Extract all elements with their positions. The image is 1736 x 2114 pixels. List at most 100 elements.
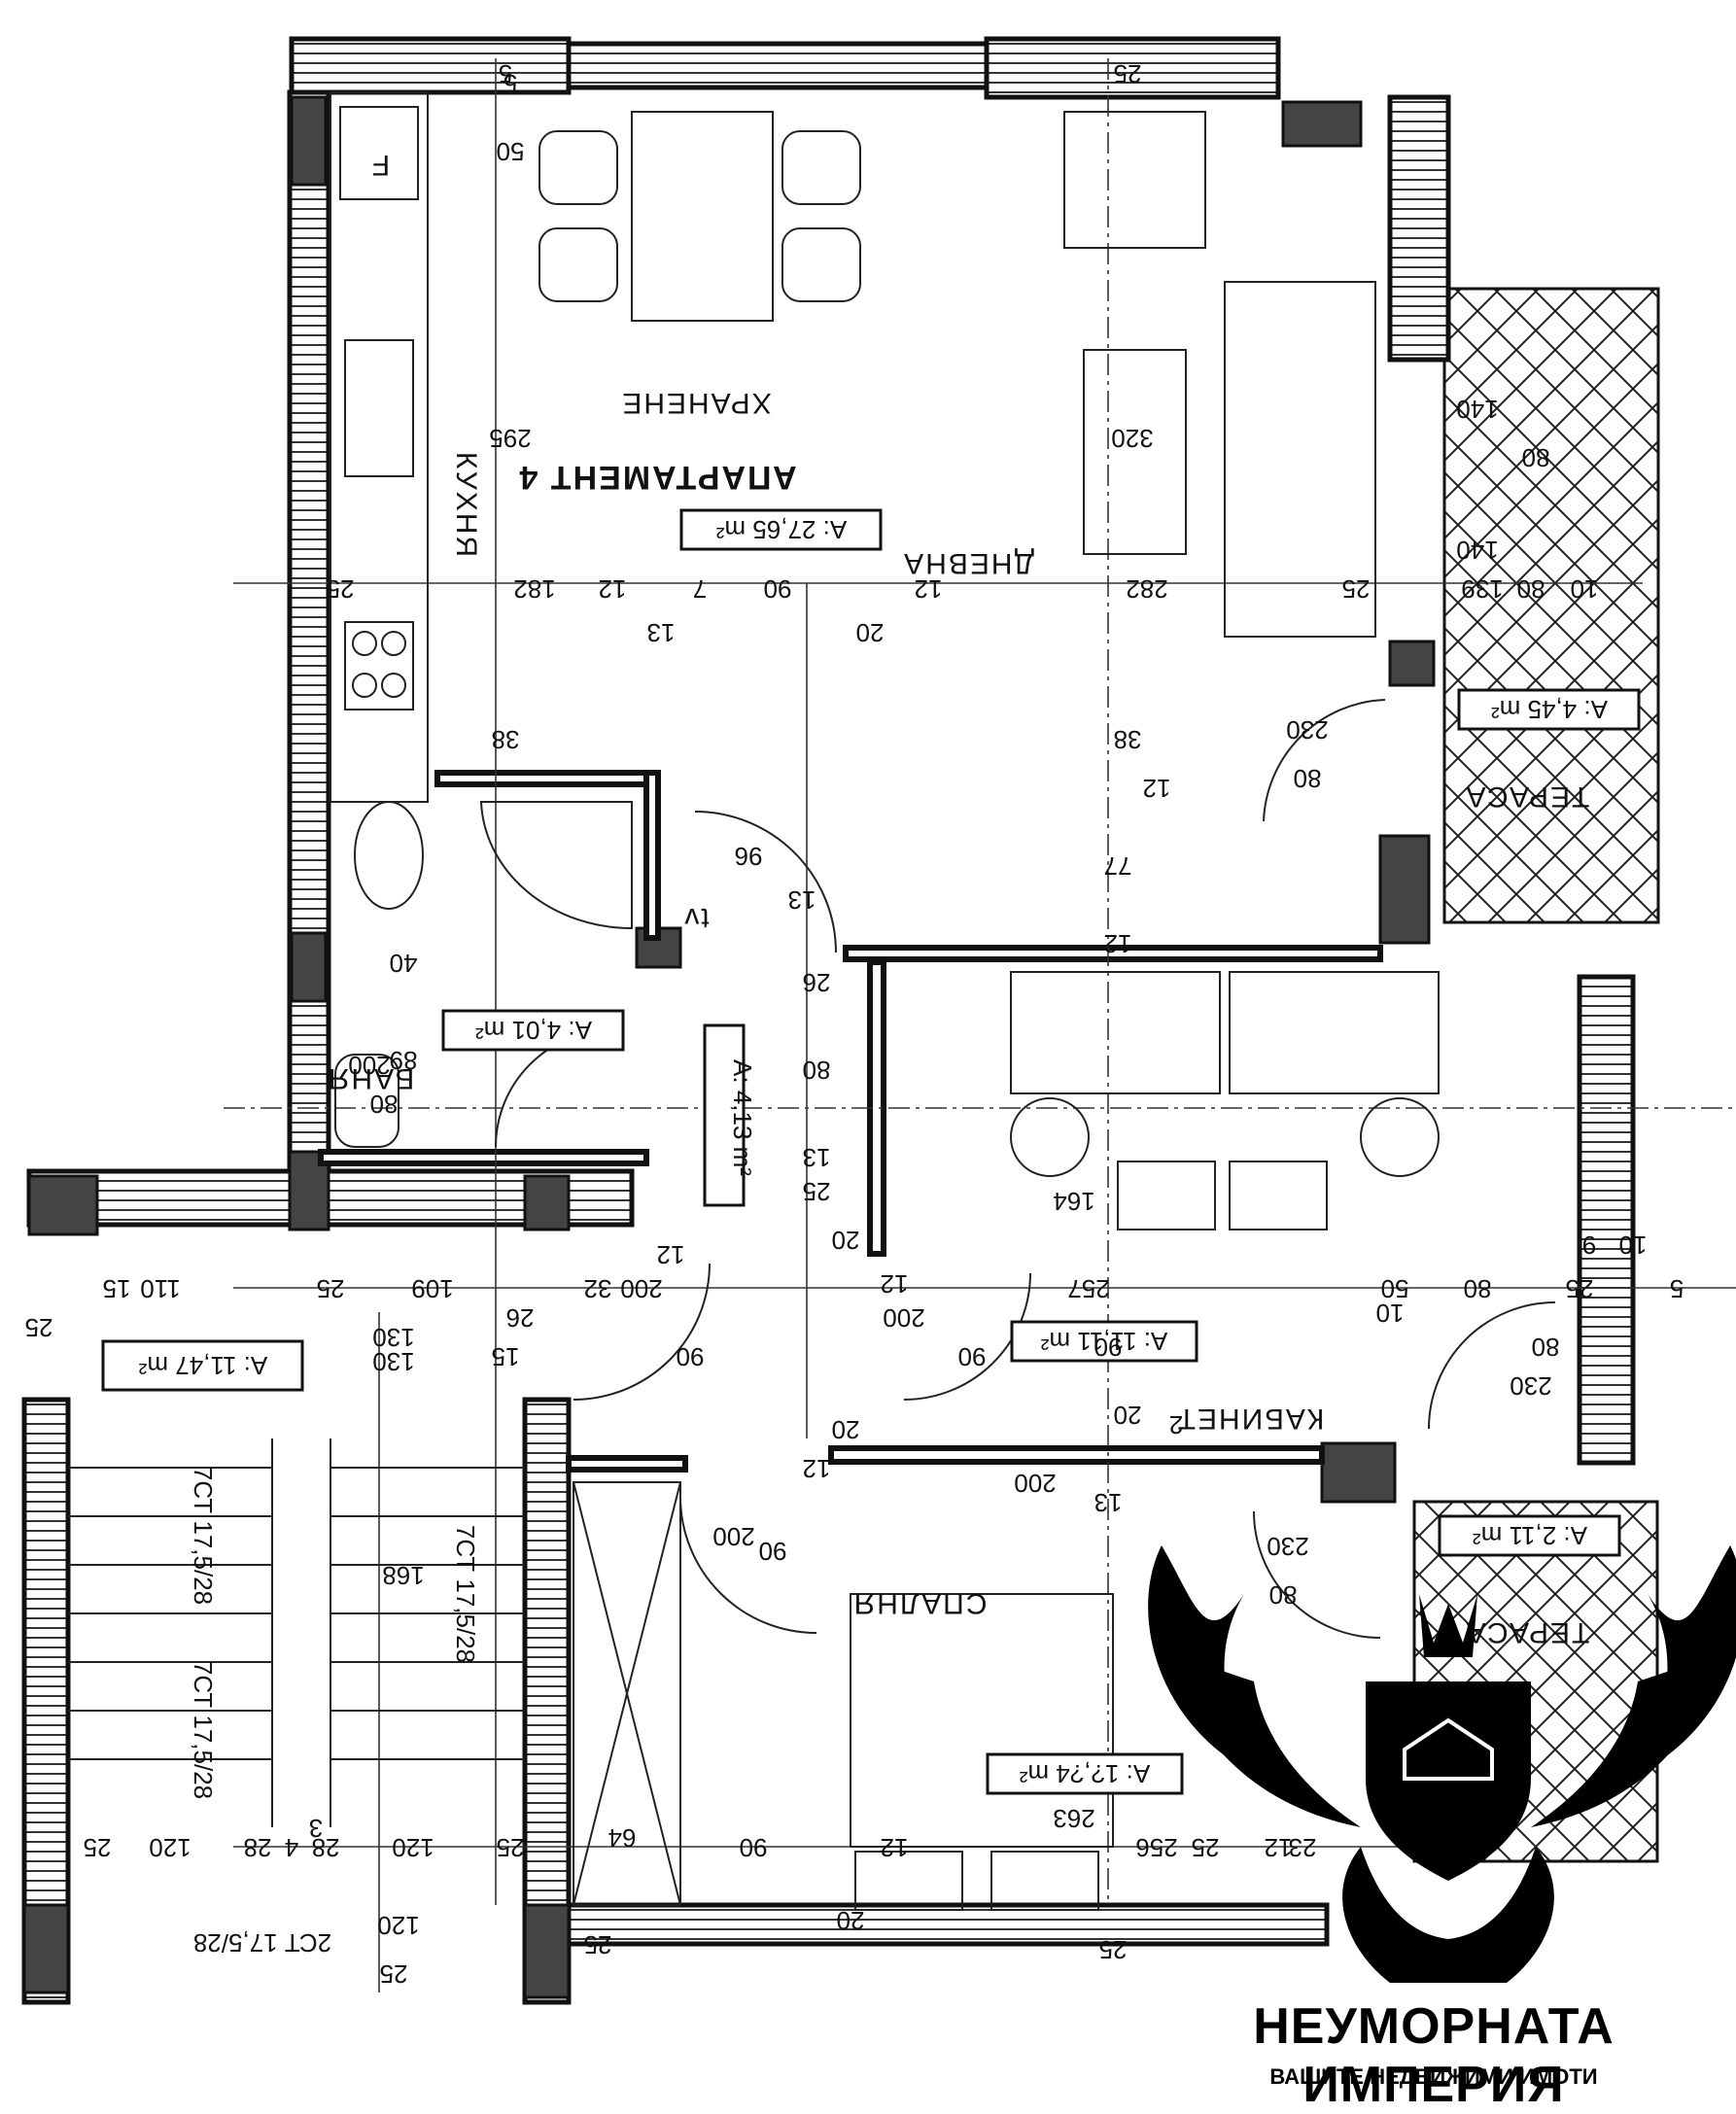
- dimension-label: 10: [1376, 1299, 1405, 1328]
- desk-return: [1229, 1161, 1328, 1230]
- apartment-title: АПАРТАМЕНТ 4: [517, 459, 796, 496]
- area-bedroom: А: 1?,?4 m²: [1019, 1759, 1150, 1788]
- dimension-label: 32: [584, 1274, 612, 1303]
- dimension-label: 96: [735, 842, 763, 871]
- dimension-label: 26: [506, 1303, 535, 1333]
- area-living: А: 27,65 m²: [715, 515, 847, 544]
- dimension-label: 7: [693, 574, 707, 604]
- dimension-label: 25: [803, 1177, 831, 1206]
- stair-label: 7СТ 17,5/28: [189, 1467, 218, 1605]
- burner: [381, 673, 406, 698]
- dimension-label: 90: [958, 1342, 987, 1371]
- stove: [344, 621, 414, 710]
- door-swing: [694, 811, 837, 953]
- dimension-label: 4: [285, 1833, 298, 1862]
- dimension-label: 80: [803, 1056, 831, 1085]
- dimension-label: 15: [103, 1274, 131, 1303]
- dimension-label: 200: [883, 1303, 924, 1333]
- dimension-label: 38: [492, 725, 520, 754]
- nightstand: [990, 1851, 1099, 1911]
- dimension-label: 77: [1104, 851, 1132, 881]
- dimension-label: 23: [1289, 1833, 1317, 1862]
- room-label-dining: ХРАНЕНЕ: [620, 387, 771, 419]
- dimension-label: 50: [497, 137, 525, 166]
- burner: [381, 631, 406, 656]
- dimension-label: 230: [1510, 1371, 1551, 1401]
- wall-top-right: [984, 36, 1281, 100]
- room-label-bedroom: СПАЛНЯ: [852, 1587, 988, 1619]
- dimension-label: 110: [140, 1274, 180, 1303]
- appliance-label-f: F: [370, 149, 390, 181]
- dimension-label: 25: [1566, 1274, 1594, 1303]
- dimension-label: 3: [309, 1814, 323, 1843]
- dimension-label: 12: [599, 574, 627, 604]
- dimension-label: 26: [803, 968, 831, 997]
- area-box-office: [1010, 1320, 1198, 1363]
- area-box-corridor: [703, 1023, 746, 1207]
- dimension-label: 38: [1114, 725, 1142, 754]
- sink: [344, 339, 414, 477]
- dimension-label: 139: [1461, 574, 1503, 604]
- wall-stair-right: [522, 1397, 572, 2005]
- dimension-label: 12: [803, 1454, 831, 1483]
- dimension-label: 25: [584, 1930, 612, 1959]
- wall-right-lower: [1577, 974, 1636, 1466]
- dimension-label: 109: [411, 1274, 453, 1303]
- stair-label: 7СТ 17,5/28: [189, 1661, 218, 1799]
- dimension-label: 256: [1135, 1833, 1177, 1862]
- door-swing: [679, 1496, 817, 1634]
- nightstand: [854, 1851, 963, 1911]
- dimension-label: 320: [1111, 424, 1153, 453]
- pillar: [290, 931, 328, 1003]
- door-swing: [903, 1272, 1031, 1401]
- room-label-terrace2: ТЕРАСА: [1465, 1616, 1590, 1648]
- dimension-label: 12: [915, 574, 943, 604]
- dimension-label: 15: [492, 1342, 520, 1371]
- dimension-label: 25: [1192, 1833, 1220, 1862]
- chair: [538, 227, 618, 302]
- pillar: [1388, 640, 1436, 687]
- washbasin: [334, 1054, 399, 1148]
- wall-bath-top: [434, 770, 659, 787]
- dimension-label: 230: [1286, 715, 1328, 745]
- dimension-label: 89: [390, 1046, 418, 1075]
- dimension-label: 90: [1094, 1333, 1123, 1362]
- door-swing: [573, 1263, 711, 1401]
- dimension-label: 80: [1269, 1580, 1298, 1610]
- stair-label: 7СТ 17,5/28: [451, 1525, 480, 1663]
- dimension-label: 90: [677, 1342, 705, 1371]
- room-label-bathroom: БАНЯ: [327, 1062, 414, 1094]
- dimension-label: 182: [513, 574, 555, 604]
- wardrobe: [573, 1481, 681, 1906]
- wall-right-upper: [1387, 94, 1451, 363]
- sofa: [1224, 281, 1376, 638]
- dimension-label: 5: [503, 69, 517, 98]
- burner: [352, 673, 377, 698]
- dimension-label: 164: [1053, 1187, 1094, 1216]
- wall-bed-left: [566, 1455, 688, 1473]
- dimension-label: 12: [1143, 774, 1171, 803]
- dimension-label: 50: [1381, 1274, 1409, 1303]
- dimension-label: 130: [372, 1347, 414, 1376]
- chair: [538, 130, 618, 205]
- chair: [781, 130, 861, 205]
- dimension-label: 230: [1267, 1532, 1308, 1561]
- armchair: [1063, 111, 1206, 249]
- dimension-label: 130: [372, 1323, 414, 1352]
- door-swing: [1428, 1301, 1556, 1430]
- dimension-label: 25: [327, 574, 355, 604]
- dimension-label: 80: [370, 1090, 399, 1119]
- pillar: [22, 1903, 70, 1994]
- office-chair: [1360, 1097, 1440, 1177]
- dimension-label: 25: [317, 1274, 345, 1303]
- dimension-label: 282: [1126, 574, 1167, 604]
- dimension-label: 10: [1619, 1230, 1648, 1260]
- terrace1-deck: [1442, 287, 1660, 924]
- dimension-label: 200: [1014, 1469, 1056, 1498]
- dimension-label: 20: [832, 1226, 860, 1255]
- wall-bath-bottom: [318, 1149, 649, 1166]
- staircase: [68, 1438, 525, 1827]
- dimension-label: 5: [499, 59, 512, 88]
